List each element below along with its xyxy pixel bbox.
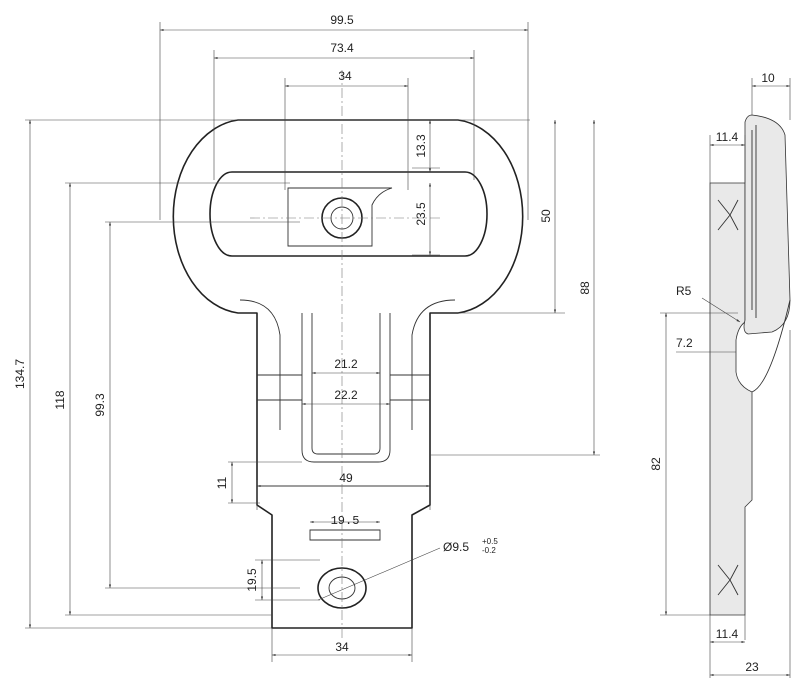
- dim-hole-diameter: Ø9.5: [443, 540, 469, 554]
- side-spring-teeth: [751, 125, 757, 318]
- dim-side-r5: R5: [676, 284, 692, 298]
- side-extension-lines: [660, 78, 791, 678]
- side-spring: [743, 114, 791, 335]
- dim-50: 50: [539, 209, 553, 223]
- dim-99-3: 99.3: [93, 393, 107, 417]
- dim-23-5: 23.5: [414, 202, 428, 226]
- side-detail-bottom: [717, 564, 739, 596]
- dim-19-5-hole: 19.5: [245, 568, 259, 592]
- dim-side-82: 82: [649, 457, 663, 471]
- dim-22-2: 22.2: [334, 388, 358, 402]
- dim-side-23: 23: [745, 660, 759, 674]
- dim-side-11-4-top: 11.4: [716, 130, 739, 144]
- dim-11: 11: [215, 476, 229, 489]
- dim-19-5-slot: 19.5: [331, 514, 360, 528]
- leader-hole-dia: [317, 547, 441, 601]
- dim-34-top: 34: [338, 69, 352, 83]
- dim-21-2: 21.2: [334, 357, 358, 371]
- front-view: 99.5 73.4 34 13.3 23.5 50 88 134.7 118 9…: [13, 13, 600, 662]
- side-back-curve: [751, 299, 791, 393]
- dim-hole-tol-lower: -0.2: [482, 546, 496, 555]
- leader-r5: [701, 297, 741, 323]
- dim-side-11-4-bottom: 11.4: [716, 627, 739, 641]
- dim-hole-tol-upper: +0.5: [482, 537, 498, 546]
- front-neck-inner: [239, 299, 456, 430]
- front-u-channel-inner: [311, 313, 381, 455]
- dim-13-3: 13.3: [414, 134, 428, 158]
- side-body: [709, 182, 753, 616]
- dim-49: 49: [339, 471, 353, 485]
- side-detail-top: [717, 199, 739, 231]
- front-small-slot: [309, 529, 381, 541]
- front-extension-lines: [25, 22, 600, 662]
- dim-73-4: 73.4: [330, 41, 354, 55]
- side-view: 10 11.4 R5 7.2 82 11.4 23: [649, 71, 791, 678]
- front-u-channel: [301, 313, 391, 463]
- dim-side-10: 10: [761, 71, 775, 85]
- front-bottom-hole-outer: [317, 567, 367, 609]
- dim-134-7: 134.7: [13, 359, 27, 389]
- dim-88: 88: [578, 281, 592, 295]
- front-neck-lines: [257, 374, 430, 487]
- front-outline: [172, 119, 524, 629]
- dim-34-bottom: 34: [335, 640, 349, 654]
- dim-side-7-2: 7.2: [676, 336, 693, 350]
- dim-118: 118: [53, 390, 67, 409]
- front-slot: [209, 171, 488, 257]
- front-block: [287, 187, 393, 247]
- dim-99-5: 99.5: [330, 13, 354, 27]
